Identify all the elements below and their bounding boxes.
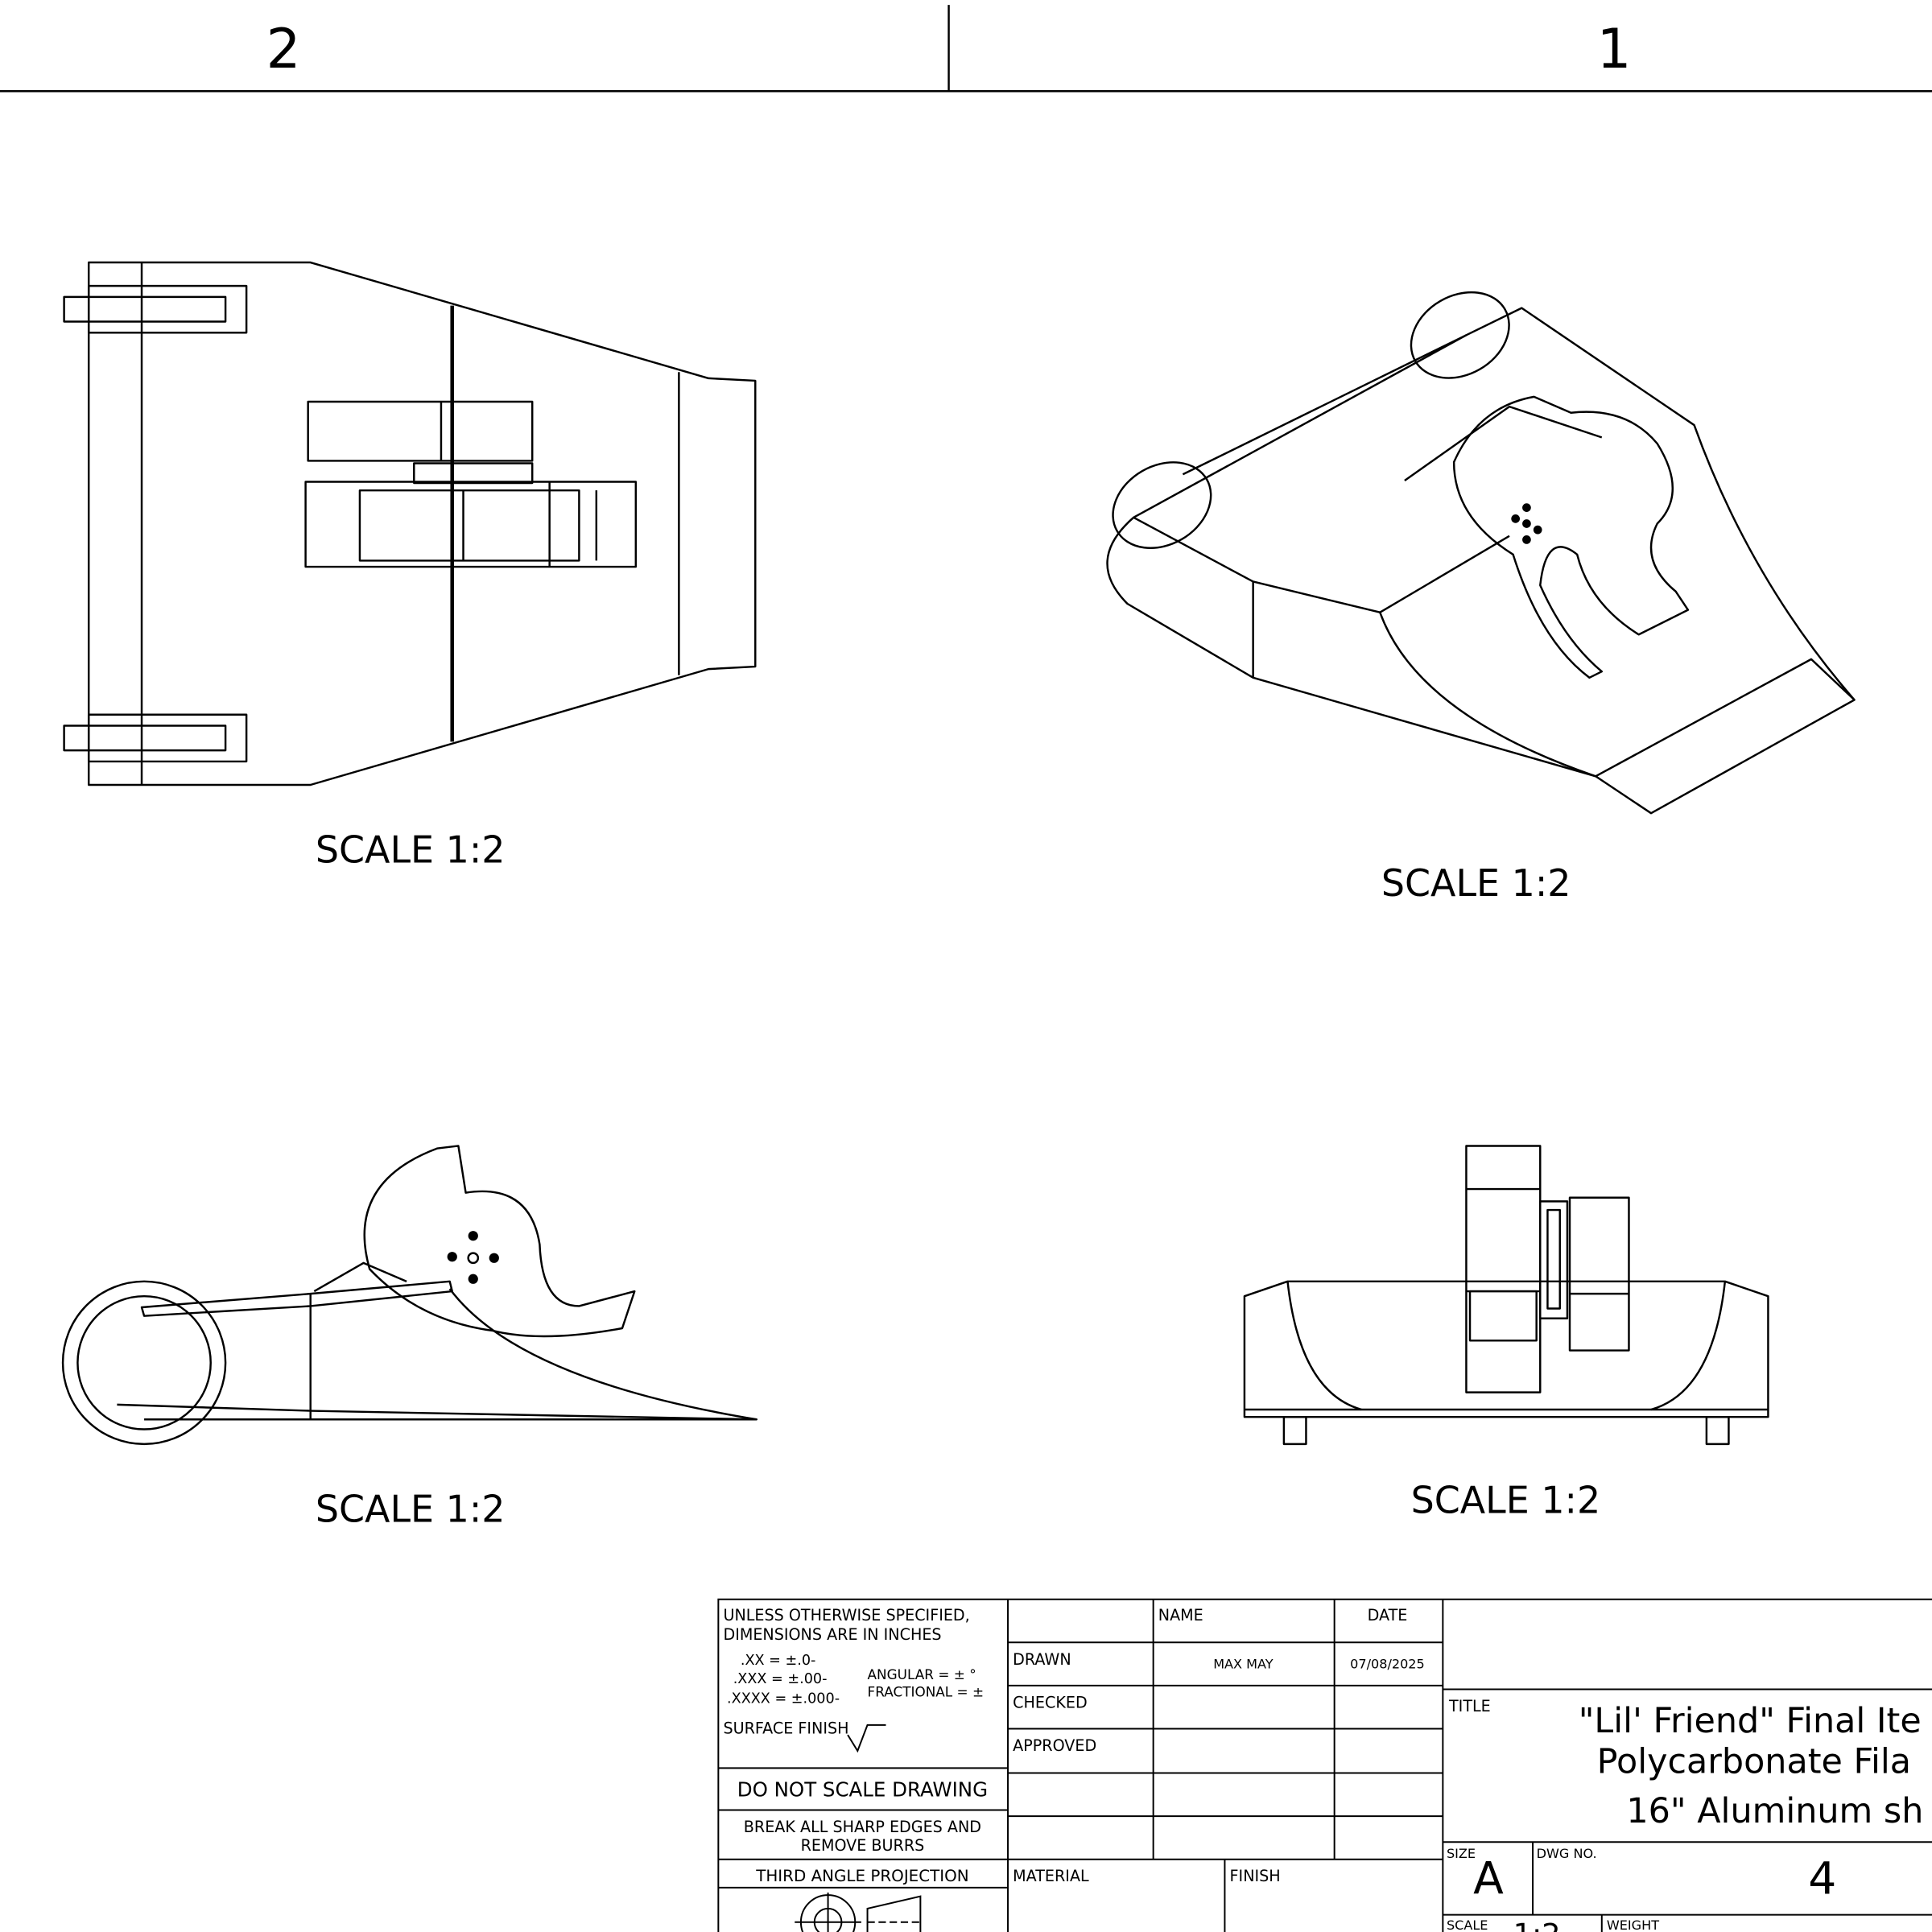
approved-label: APPROVED — [1013, 1736, 1096, 1755]
third-angle-projection-symbol — [795, 1893, 923, 1932]
title-line-3: 16" Aluminum sh — [1626, 1791, 1923, 1831]
top-view — [63, 261, 757, 786]
zone-label-1: 1 — [1597, 17, 1632, 80]
date-header: DATE — [1368, 1606, 1408, 1624]
weight-label: WEIGHT — [1607, 1918, 1659, 1932]
dwg-no-label: DWG NO. — [1537, 1846, 1597, 1861]
drawn-name: MAX MAY — [1213, 1656, 1274, 1671]
tolerance-xx: .XX = ±.0- — [741, 1653, 816, 1669]
title-line-1: "Lil' Friend" Final Ite — [1579, 1701, 1922, 1741]
drawn-date: 07/08/2025 — [1350, 1656, 1425, 1671]
tolerance-xxx: .XXX = ±.00- — [733, 1671, 828, 1687]
side-view — [61, 1145, 758, 1446]
side-view-scale-label: SCALE 1:2 — [316, 1487, 506, 1530]
size-value: A — [1473, 1853, 1504, 1905]
break-edges-note-1: BREAK ALL SHARP EDGES AND — [744, 1818, 981, 1836]
tolerance-xxxx: .XXXX = ±.000- — [727, 1690, 840, 1707]
surface-finish-icon — [847, 1724, 886, 1753]
size-label: SIZE — [1447, 1846, 1476, 1861]
scale-value: 1:2 — [1513, 1917, 1561, 1932]
title-block — [717, 1598, 1932, 1932]
note-unless-specified: UNLESS OTHERWISE SPECIFIED, — [723, 1606, 969, 1624]
material-label: MATERIAL — [1013, 1867, 1089, 1885]
drawn-label: DRAWN — [1013, 1650, 1071, 1669]
tolerance-angular: ANGULAR = ± ° — [868, 1666, 976, 1682]
checked-label: CHECKED — [1013, 1693, 1088, 1711]
name-header: NAME — [1158, 1606, 1203, 1624]
isometric-view — [1106, 291, 1856, 815]
front-view-scale-label: SCALE 1:2 — [1411, 1479, 1601, 1522]
do-not-scale-note: DO NOT SCALE DRAWING — [737, 1778, 988, 1802]
scale-label: SCALE — [1447, 1918, 1488, 1932]
finish-label: FINISH — [1230, 1867, 1281, 1885]
surface-finish-label: SURFACE FINISH — [723, 1719, 848, 1738]
iso-view-scale-label: SCALE 1:2 — [1381, 861, 1571, 905]
front-view — [1243, 1145, 1769, 1446]
projection-label: THIRD ANGLE PROJECTION — [755, 1867, 968, 1885]
break-edges-note-2: REMOVE BURRS — [801, 1836, 925, 1855]
tolerance-fractional: FRACTIONAL = ± — [868, 1684, 985, 1700]
zone-label-2: 2 — [266, 17, 301, 80]
top-view-scale-label: SCALE 1:2 — [316, 828, 506, 871]
title-label: TITLE — [1448, 1697, 1491, 1715]
dwg-no-value: 4 — [1808, 1853, 1836, 1905]
title-line-2: Polycarbonate Fila — [1597, 1742, 1911, 1782]
note-dimensions-inches: DIMENSIONS ARE IN INCHES — [723, 1625, 941, 1644]
